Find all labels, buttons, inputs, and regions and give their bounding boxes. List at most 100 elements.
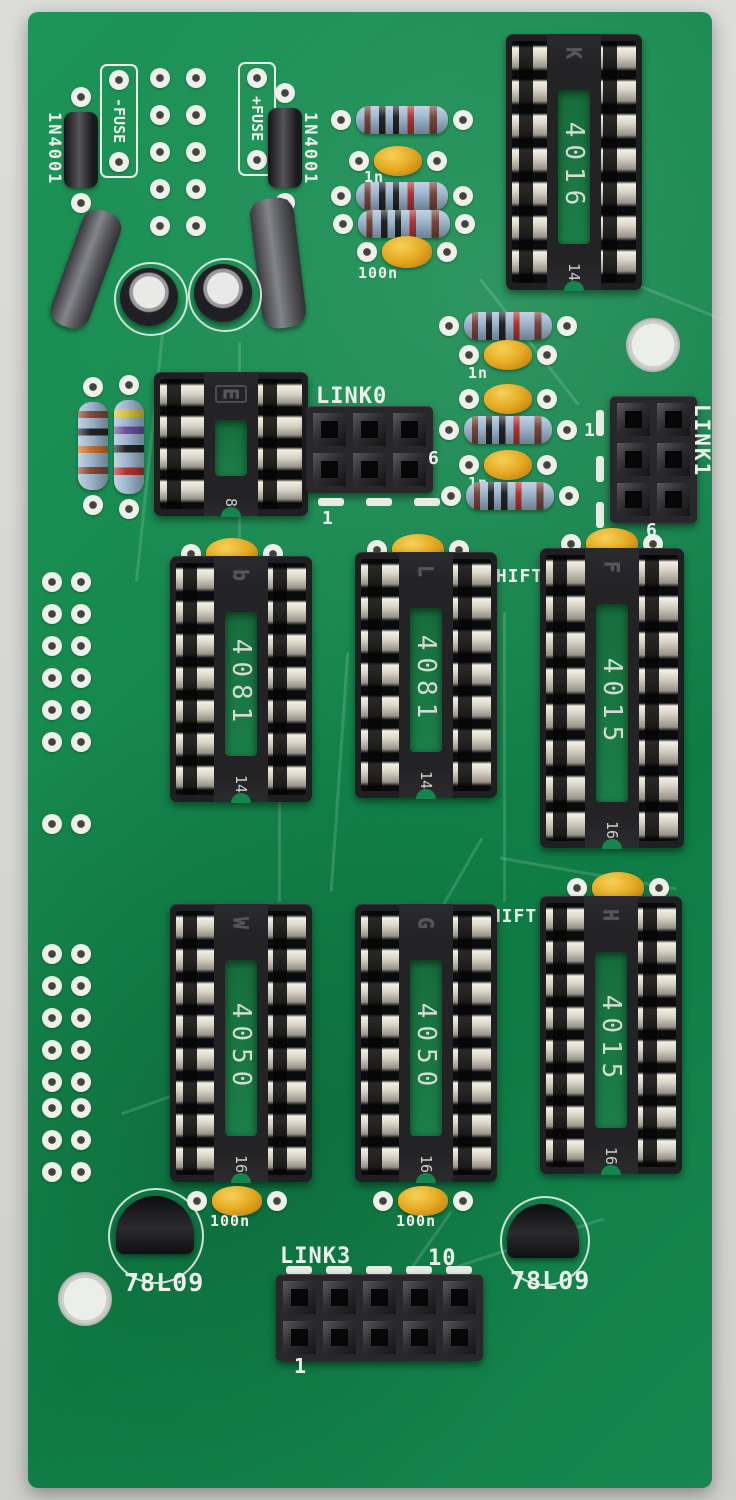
- pcb-trace: [503, 612, 506, 902]
- ic-part-number: 4081: [411, 634, 441, 726]
- socket-window: 4050: [225, 960, 257, 1136]
- ic-pin-label: 14: [417, 770, 435, 789]
- shift-upper-label: SHIFT: [484, 566, 544, 587]
- ic-socket-k: K 4016 14: [506, 34, 642, 291]
- socket-contacts: [636, 903, 676, 1167]
- header-socket-hole: [323, 1281, 356, 1314]
- ic-socket-e: E 8: [154, 372, 308, 517]
- ic-part-number: 4050: [226, 1002, 256, 1094]
- regulator-78l09-left: [116, 1196, 194, 1254]
- pad: [42, 976, 62, 996]
- link3-label: LINK3: [280, 1244, 352, 1269]
- socket-contacts: [638, 555, 678, 841]
- resistor: [441, 482, 579, 510]
- pad-dash: [446, 1266, 472, 1274]
- socket-contacts: [451, 559, 491, 791]
- socket-spine: b 4081 14: [214, 556, 268, 802]
- socket-contacts: [546, 555, 586, 841]
- header-socket-hole: [393, 413, 426, 446]
- pcb-trace: [329, 652, 350, 892]
- pad: [247, 150, 267, 170]
- ceramic-capacitor: [459, 384, 557, 414]
- diode-right: [268, 83, 302, 213]
- pad: [109, 70, 129, 90]
- ic-part-number: 4016: [559, 121, 589, 213]
- pad: [42, 1162, 62, 1182]
- ic-pin-label: 16: [602, 1146, 620, 1165]
- socket-spine: E 8: [204, 372, 258, 516]
- resistor: [333, 210, 475, 238]
- ic-part-number: 4050: [411, 1002, 441, 1094]
- header-socket-hole: [283, 1281, 316, 1314]
- prototype-hole-grid: [150, 68, 206, 236]
- pad-dash: [366, 1266, 392, 1274]
- resistor: [439, 416, 577, 444]
- link1-header: [610, 396, 697, 523]
- ceramic-capacitor: [459, 340, 557, 370]
- regulator-right-label: 78L09: [510, 1266, 591, 1295]
- link1-pads: [596, 410, 604, 528]
- header-socket-hole: [283, 1321, 316, 1354]
- resistor: [78, 377, 108, 515]
- pad: [42, 1040, 62, 1060]
- header-socket-hole: [313, 453, 346, 486]
- socket-contacts: [256, 379, 302, 509]
- pad-dash: [366, 498, 392, 506]
- link0-pin6-label: 6: [428, 448, 440, 469]
- header-socket-hole: [617, 403, 650, 436]
- diode-right-label: 1N4001: [300, 112, 320, 186]
- electrolytic-capacitor: [120, 268, 178, 326]
- pad: [71, 1072, 91, 1092]
- pad: [42, 1072, 62, 1092]
- to92-outline: [500, 1196, 590, 1286]
- socket-contacts: [160, 379, 206, 509]
- pad: [42, 1130, 62, 1150]
- ic-designator: b: [229, 569, 253, 582]
- ic-socket-w: W 4050 16: [170, 904, 312, 1183]
- edge-pads: [42, 1098, 91, 1182]
- mounting-hole: [626, 318, 680, 372]
- pad: [71, 604, 91, 624]
- header-socket-hole: [443, 1321, 476, 1354]
- link1-pin6-label: 6: [646, 520, 658, 541]
- link0-label: LINK0: [316, 384, 388, 409]
- socket-window: 4081: [410, 608, 442, 752]
- ic-part-number: 4081: [226, 638, 256, 730]
- ic-part-number: 4015: [597, 657, 627, 749]
- to92-outline: [108, 1188, 204, 1284]
- ic-pin-label: 16: [232, 1154, 250, 1173]
- socket-contacts: [512, 41, 552, 283]
- socket-spine: L 4081 14: [399, 552, 453, 798]
- ic-designator: H: [599, 909, 623, 922]
- ic-pin-label: 14: [232, 774, 250, 793]
- fuse-neg-label: -FUSE: [110, 98, 128, 144]
- pad-dash: [414, 498, 440, 506]
- ic-socket-b: b 4081 14: [170, 556, 312, 803]
- pad: [71, 732, 91, 752]
- ic-socket-f: F 4015 16: [540, 548, 684, 849]
- socket-spine: K 4016 14: [547, 34, 601, 290]
- pad: [150, 68, 170, 88]
- resistor: [114, 375, 144, 519]
- socket-contacts: [451, 911, 491, 1175]
- header-socket-hole: [617, 483, 650, 516]
- pad: [71, 572, 91, 592]
- header-socket-hole: [353, 453, 386, 486]
- diode-left: [64, 87, 98, 213]
- pad: [247, 68, 267, 88]
- socket-window: 4015: [596, 604, 628, 802]
- pad: [71, 636, 91, 656]
- cap-value-label: 1n: [468, 364, 489, 382]
- axial-component: [46, 204, 126, 334]
- pad: [71, 668, 91, 688]
- link3-pads: [286, 1266, 472, 1274]
- header-socket-hole: [323, 1321, 356, 1354]
- pad-dash: [596, 502, 604, 528]
- cap-under-g-label: 100n: [396, 1212, 437, 1230]
- pad: [42, 700, 62, 720]
- ic-designator: E: [215, 385, 247, 404]
- pad: [42, 732, 62, 752]
- pad: [71, 1008, 91, 1028]
- pad: [71, 1098, 91, 1118]
